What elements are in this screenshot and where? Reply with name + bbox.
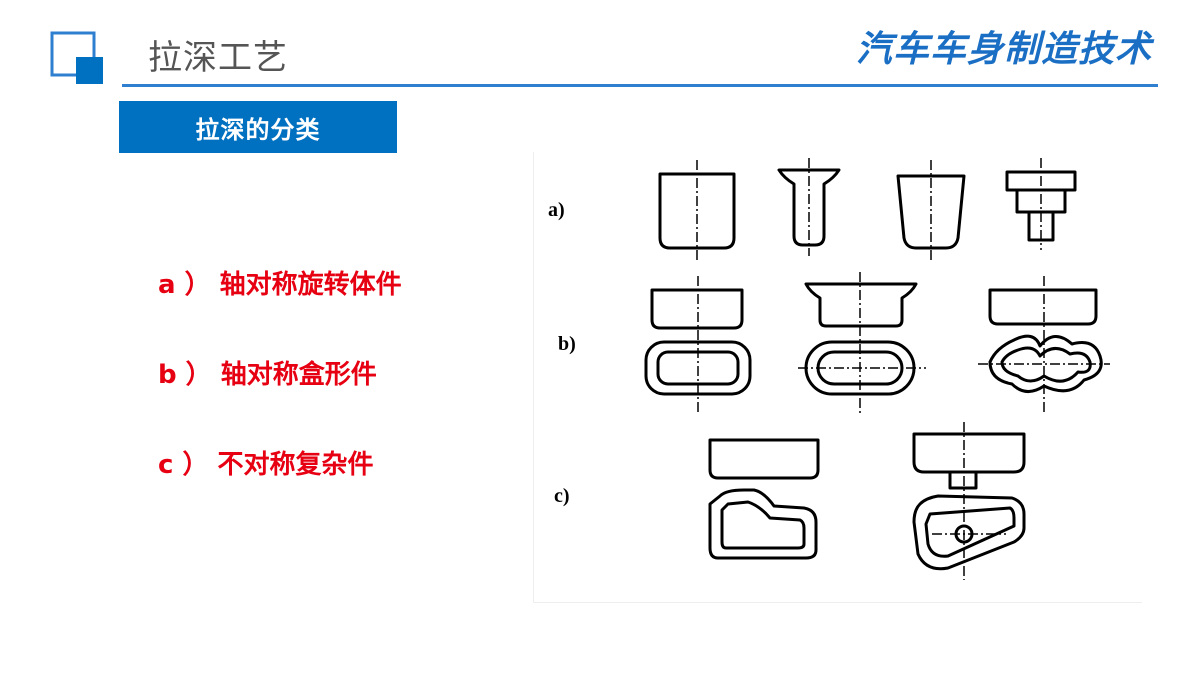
brand-title: 汽车车身制造技术 xyxy=(855,29,1152,70)
asymmetric-part-plan-inner xyxy=(720,500,806,550)
bossed-part-boss xyxy=(948,470,978,490)
category-item-a: a ） 轴对称旋转体件 xyxy=(158,270,402,300)
flanged-cup-shape xyxy=(777,168,841,247)
row-label-b: b) xyxy=(558,333,576,355)
section-heading-label: 拉深的分类 xyxy=(195,115,321,144)
row-label-a: a) xyxy=(548,199,565,221)
tapered-cup-shape xyxy=(896,174,966,250)
rect-box-side-shape xyxy=(650,288,744,330)
cross-box-plan-outer xyxy=(988,334,1103,393)
bossed-part-plan-inner xyxy=(924,506,1016,558)
category-item-c: c ） 不对称复杂件 xyxy=(158,450,374,480)
complex-box-side-shape xyxy=(988,288,1098,326)
category-item-b: b ） 轴对称盒形件 xyxy=(158,360,377,390)
slide-logo-icon xyxy=(50,31,103,84)
bossed-part-plan-outer xyxy=(912,494,1026,571)
cylindrical-cup-shape xyxy=(658,172,736,250)
section-heading: 拉深的分类 xyxy=(119,101,397,153)
oval-box-side-shape xyxy=(804,282,918,328)
page-title: 拉深工艺 xyxy=(148,38,288,78)
bossed-part-side-shape xyxy=(912,432,1026,474)
drawing-classification-diagram: a) b) c) xyxy=(533,152,1142,603)
asymmetric-part-side-shape xyxy=(708,438,820,480)
header-divider xyxy=(122,84,1158,87)
asymmetric-part-plan-outer xyxy=(708,488,818,560)
cross-box-plan-inner xyxy=(1000,346,1092,383)
row-label-c: c) xyxy=(554,485,570,507)
